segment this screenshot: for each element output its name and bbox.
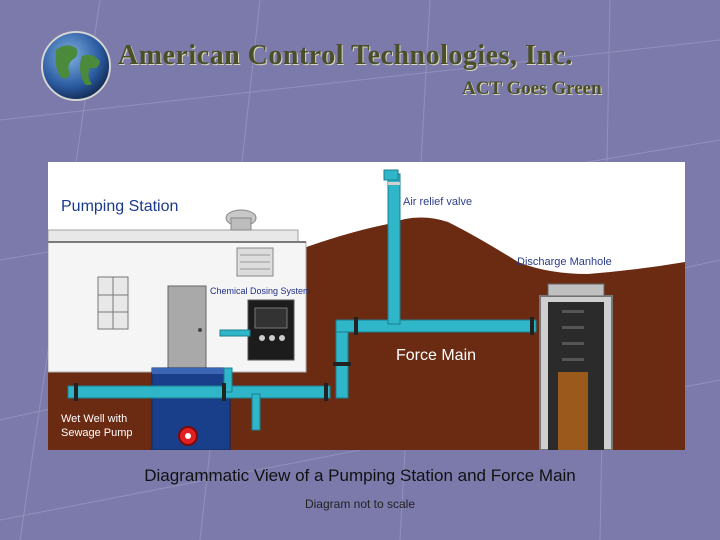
label-discharge-manhole: Discharge Manhole [517,256,612,268]
company-slogan: ACT Goes Green [462,78,602,99]
label-wet-well: Wet Well with Sewage Pump [61,413,133,439]
pipe-flanges [74,317,534,401]
globe-logo-icon [41,31,111,101]
label-air-relief-valve: Air relief valve [403,196,473,208]
label-pumping-station: Pumping Station [61,198,179,215]
label-chemical-dosing: Chemical Dosing System [210,286,311,296]
pumping-station-diagram: Pumping Station Air relief valve Dischar… [48,162,685,450]
diagram-caption: Diagrammatic View of a Pumping Station a… [144,466,576,485]
company-name: American Control Technologies, Inc. [118,40,573,71]
air-relief-valve [383,169,399,181]
discharge-manhole [539,283,613,450]
diagram-subcaption: Diagram not to scale [304,497,416,511]
pump-house [48,209,307,373]
chemical-dosing-cabinet [247,299,295,361]
force-main-pipe [67,173,537,431]
diagram-illustration [48,162,685,450]
label-force-main: Force Main [396,347,477,364]
